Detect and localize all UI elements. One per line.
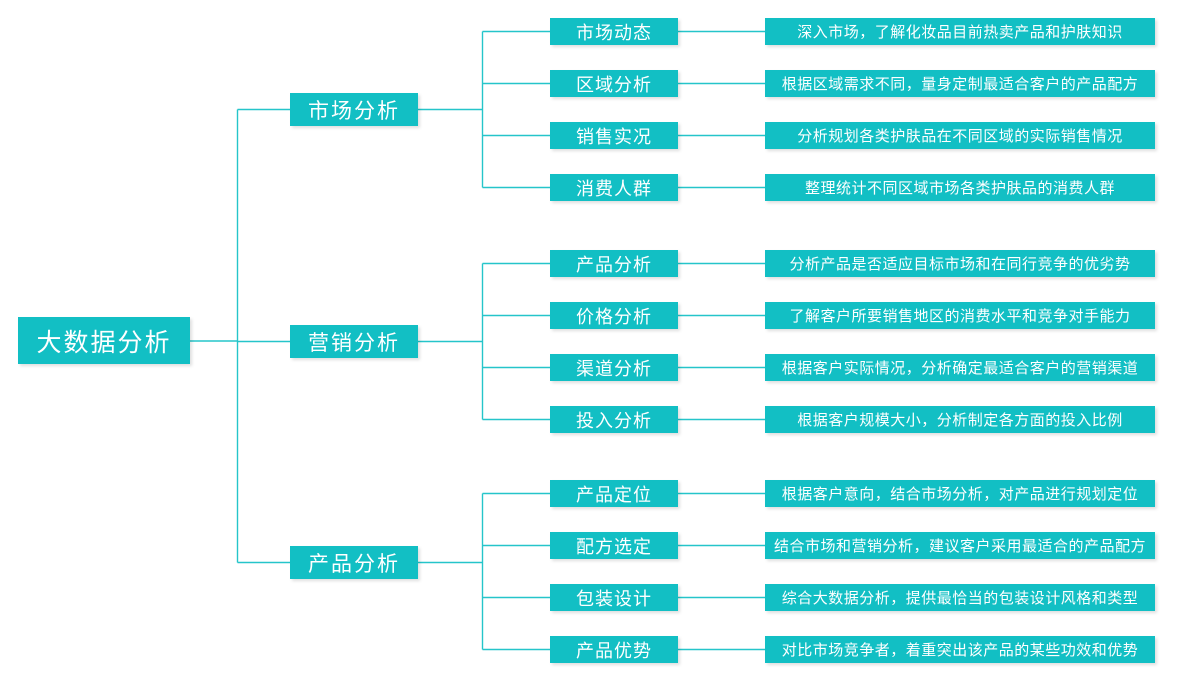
- child-node: 配方选定: [550, 532, 678, 559]
- child-node: 区域分析: [550, 70, 678, 97]
- child-node: 产品优势: [550, 636, 678, 663]
- branch-node-product: 产品分析: [290, 546, 418, 579]
- branch-node-market: 市场分析: [290, 93, 418, 126]
- desc-node: 了解客户所要销售地区的消费水平和竞争对手能力: [765, 302, 1155, 329]
- desc-node: 根据客户规模大小，分析制定各方面的投入比例: [765, 406, 1155, 433]
- desc-node: 根据客户实际情况，分析确定最适合客户的营销渠道: [765, 354, 1155, 381]
- branch-node-marketing: 营销分析: [290, 325, 418, 358]
- child-node: 销售实况: [550, 122, 678, 149]
- desc-node: 根据区域需求不同，量身定制最适合客户的产品配方: [765, 70, 1155, 97]
- desc-node: 根据客户意向，结合市场分析，对产品进行规划定位: [765, 480, 1155, 507]
- child-node: 产品分析: [550, 250, 678, 277]
- desc-node: 综合大数据分析，提供最恰当的包装设计风格和类型: [765, 584, 1155, 611]
- child-node: 产品定位: [550, 480, 678, 507]
- child-node: 价格分析: [550, 302, 678, 329]
- child-node: 消费人群: [550, 174, 678, 201]
- desc-node: 分析规划各类护肤品在不同区域的实际销售情况: [765, 122, 1155, 149]
- desc-node: 结合市场和营销分析，建议客户采用最适合的产品配方: [765, 532, 1155, 559]
- child-node: 市场动态: [550, 18, 678, 45]
- root-node: 大数据分析: [18, 317, 190, 364]
- child-node: 投入分析: [550, 406, 678, 433]
- desc-node: 深入市场，了解化妆品目前热卖产品和护肤知识: [765, 18, 1155, 45]
- child-node: 包装设计: [550, 584, 678, 611]
- desc-node: 分析产品是否适应目标市场和在同行竞争的优劣势: [765, 250, 1155, 277]
- child-node: 渠道分析: [550, 354, 678, 381]
- desc-node: 整理统计不同区域市场各类护肤品的消费人群: [765, 174, 1155, 201]
- desc-node: 对比市场竞争者，着重突出该产品的某些功效和优势: [765, 636, 1155, 663]
